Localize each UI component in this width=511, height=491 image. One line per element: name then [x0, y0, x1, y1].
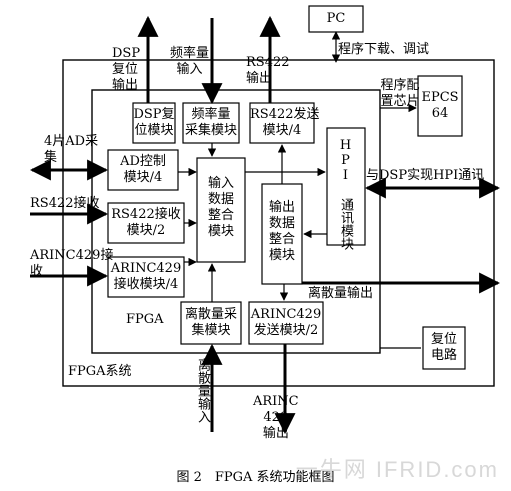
- ad-control-module-label: AD控制 模块/4: [120, 154, 166, 185]
- rs422-receive-label: RS422接收: [30, 196, 100, 211]
- discrete-output-label: 离散量输出: [308, 286, 374, 301]
- freq-collect-module-box: [182, 102, 240, 144]
- dsp-reset-output-label: DSP 复位 输出: [112, 46, 141, 93]
- figure-caption: 图 2 FPGA 系统功能框图: [176, 470, 335, 485]
- arinc-receive-label: ARINC429接 收: [30, 248, 114, 279]
- prog-chip-label: 程序配 置芯片: [380, 78, 420, 109]
- reset-circuit-label: 复位 电路: [430, 332, 457, 363]
- discrete-collect-module-box: [180, 301, 242, 345]
- arinc-output-label: ARINC 429 输出: [253, 394, 299, 441]
- epcs-chip-box: [417, 75, 463, 137]
- rs422-output-label: RS422 输出: [246, 55, 290, 86]
- program-download-label: 程序下载、调试: [338, 42, 430, 57]
- fpga-system-label: FPGA系统: [68, 364, 132, 379]
- dsp-reset-module-box: [132, 102, 176, 144]
- rs422-receive-module-box: [107, 202, 185, 244]
- watermark: 一牛网 IFRID.com: [295, 457, 499, 482]
- hpi-module-label: HPI 通讯模块: [338, 138, 353, 250]
- hpi-comm-label: 与DSP实现HPI通讯: [366, 168, 485, 183]
- freq-input-label: 频率量 输入: [170, 46, 210, 77]
- rs422-receive-module-label: RS422接收 模块/2: [111, 207, 181, 238]
- input-merge-module-box: [196, 157, 246, 263]
- pc-box: [308, 5, 364, 33]
- discrete-input-label: 离散量输入: [195, 357, 210, 423]
- output-merge-module-label: 输出 数据 整合 模块: [268, 200, 295, 263]
- output-merge-module-box: [261, 183, 303, 285]
- arinc-send-module-box: [248, 301, 324, 345]
- hpi-module-box: [326, 127, 366, 246]
- rs422-send-module-box: [249, 102, 315, 144]
- input-merge-module-label: 输入 数据 整合 模块: [207, 176, 234, 239]
- arinc-receive-module-label: ARINC429 接收模块/4: [110, 261, 182, 292]
- ad-collect-label: 4片AD采 集: [44, 134, 99, 165]
- fpga-system-boundary: [62, 59, 495, 387]
- discrete-collect-module-label: 离散量采 集模块: [184, 307, 237, 338]
- fpga-label: FPGA: [126, 312, 164, 327]
- epcs-label: EPCS 64: [421, 90, 459, 121]
- freq-collect-module-label: 频率量 采集模块: [184, 107, 237, 138]
- reset-circuit-box: [422, 326, 466, 370]
- pc-label: PC: [326, 11, 346, 26]
- dsp-reset-module-label: DSP复 位模块: [133, 107, 175, 138]
- ad-control-module-box: [107, 149, 179, 191]
- rs422-send-module-label: RS422发送 模块/4: [250, 107, 320, 138]
- arinc-send-module-label: ARINC429 发送模块/2: [250, 307, 322, 338]
